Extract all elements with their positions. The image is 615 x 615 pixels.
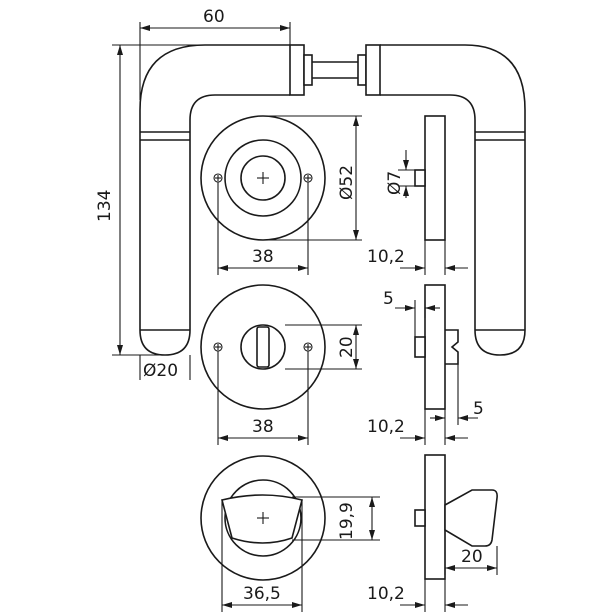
thumb-turn-rose	[200, 455, 326, 581]
turn-spacing-label: 36,5	[243, 584, 281, 604]
wc-offset-bottom-label: 5	[473, 399, 484, 419]
turn-length-label: 20	[461, 547, 483, 567]
grip-diameter-label: Ø20	[143, 361, 178, 381]
turn-height-dimension: 19,9	[292, 496, 380, 541]
wc-offset-bottom-dimension: 5	[430, 364, 484, 425]
lever-width-dimension: 60	[139, 7, 291, 100]
rose-thickness-dimension: 10,2	[367, 240, 468, 275]
wc-offset-top-dimension: 5	[383, 289, 440, 337]
turn-length-dimension: 20	[444, 530, 498, 575]
rose-diameter-dimension: Ø52	[263, 115, 362, 241]
wc-rose	[200, 284, 326, 410]
lever-height-dimension: 134	[95, 44, 205, 356]
rose-diameter-label: Ø52	[337, 165, 357, 200]
wc-spacing-dimension: 38	[217, 351, 309, 445]
left-lever	[139, 44, 313, 356]
turn-thickness-dimension: 10,2	[367, 579, 468, 612]
rose-thickness-label: 10,2	[367, 247, 405, 267]
wc-spindle-label: 20	[337, 336, 357, 358]
wc-spindle-dimension: 20	[285, 324, 362, 370]
turn-spacing-dimension: 36,5	[221, 500, 303, 612]
turn-height-label: 19,9	[337, 502, 357, 540]
grip-diameter-dimension: Ø20	[139, 355, 191, 381]
right-lever	[357, 44, 526, 356]
lever-width-label: 60	[203, 7, 225, 27]
rose-spacing-label: 38	[252, 247, 274, 267]
key-rose	[200, 115, 326, 241]
spindle	[312, 61, 358, 79]
rose-spacing-dimension: 38	[217, 182, 309, 275]
turn-thickness-label: 10,2	[367, 584, 405, 604]
key-rose-side-view	[414, 115, 446, 241]
lever-height-label: 134	[95, 190, 115, 222]
pin-diameter-label: Ø7	[385, 171, 405, 195]
pin-diameter-dimension: Ø7	[385, 150, 415, 198]
thumb-turn-side-view	[414, 454, 498, 580]
wc-thickness-dimension: 10,2	[367, 409, 468, 445]
wc-thickness-label: 10,2	[367, 417, 405, 437]
wc-rose-side-view	[414, 284, 459, 410]
wc-spacing-label: 38	[252, 417, 274, 437]
wc-offset-top-label: 5	[383, 289, 394, 309]
